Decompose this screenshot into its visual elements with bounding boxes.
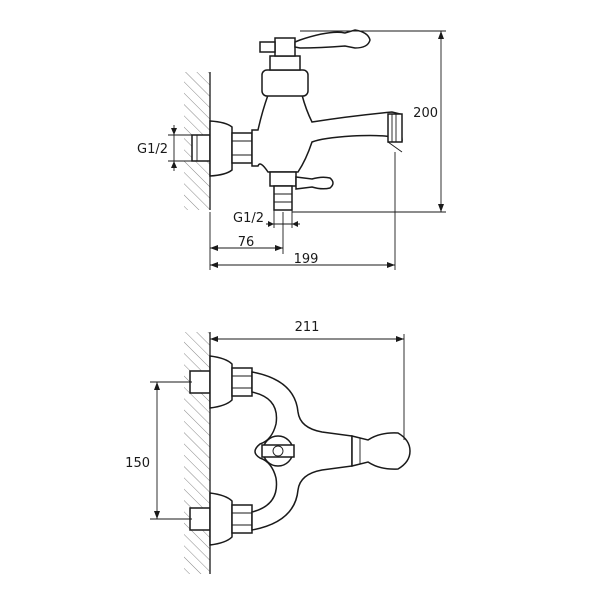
dim-inlet-label: G1/2: [137, 142, 168, 157]
spout-aerator: [387, 113, 403, 143]
lever-handle: [294, 29, 371, 49]
diverter-bar: [261, 444, 295, 458]
headwork: [261, 69, 309, 97]
top-view: 211 150: [125, 320, 411, 574]
wall-flange: [209, 120, 233, 177]
diverter-knob: [295, 176, 334, 190]
dim-199-label: 199: [294, 252, 319, 267]
wall-hatch-bottom: [184, 332, 210, 574]
diverter-collar: [269, 171, 297, 187]
connection-nut: [231, 132, 253, 164]
mixer-body: [251, 94, 403, 173]
lower-inlet-pipe: [189, 507, 211, 531]
headwork-stem: [274, 37, 296, 57]
lever-stub: [259, 41, 276, 53]
side-view: 200 G1/2 G1/2 76 199: [137, 29, 446, 270]
diverter-body: [273, 185, 293, 211]
dim-outlet-label: G1/2: [233, 211, 264, 226]
lower-nut: [231, 504, 253, 534]
dim-150-label: 150: [125, 456, 150, 471]
dim-200-label: 200: [413, 106, 438, 121]
inlet-pipe: [191, 134, 211, 162]
top-body: [251, 371, 353, 531]
lower-flange: [209, 492, 233, 546]
headwork-cap: [269, 55, 301, 71]
upper-nut: [231, 367, 253, 397]
dim-76-label: 76: [238, 235, 255, 250]
dim-211-label: 211: [295, 320, 320, 335]
upper-inlet-pipe: [189, 370, 211, 394]
upper-flange: [209, 355, 233, 409]
top-handle: [351, 432, 411, 470]
